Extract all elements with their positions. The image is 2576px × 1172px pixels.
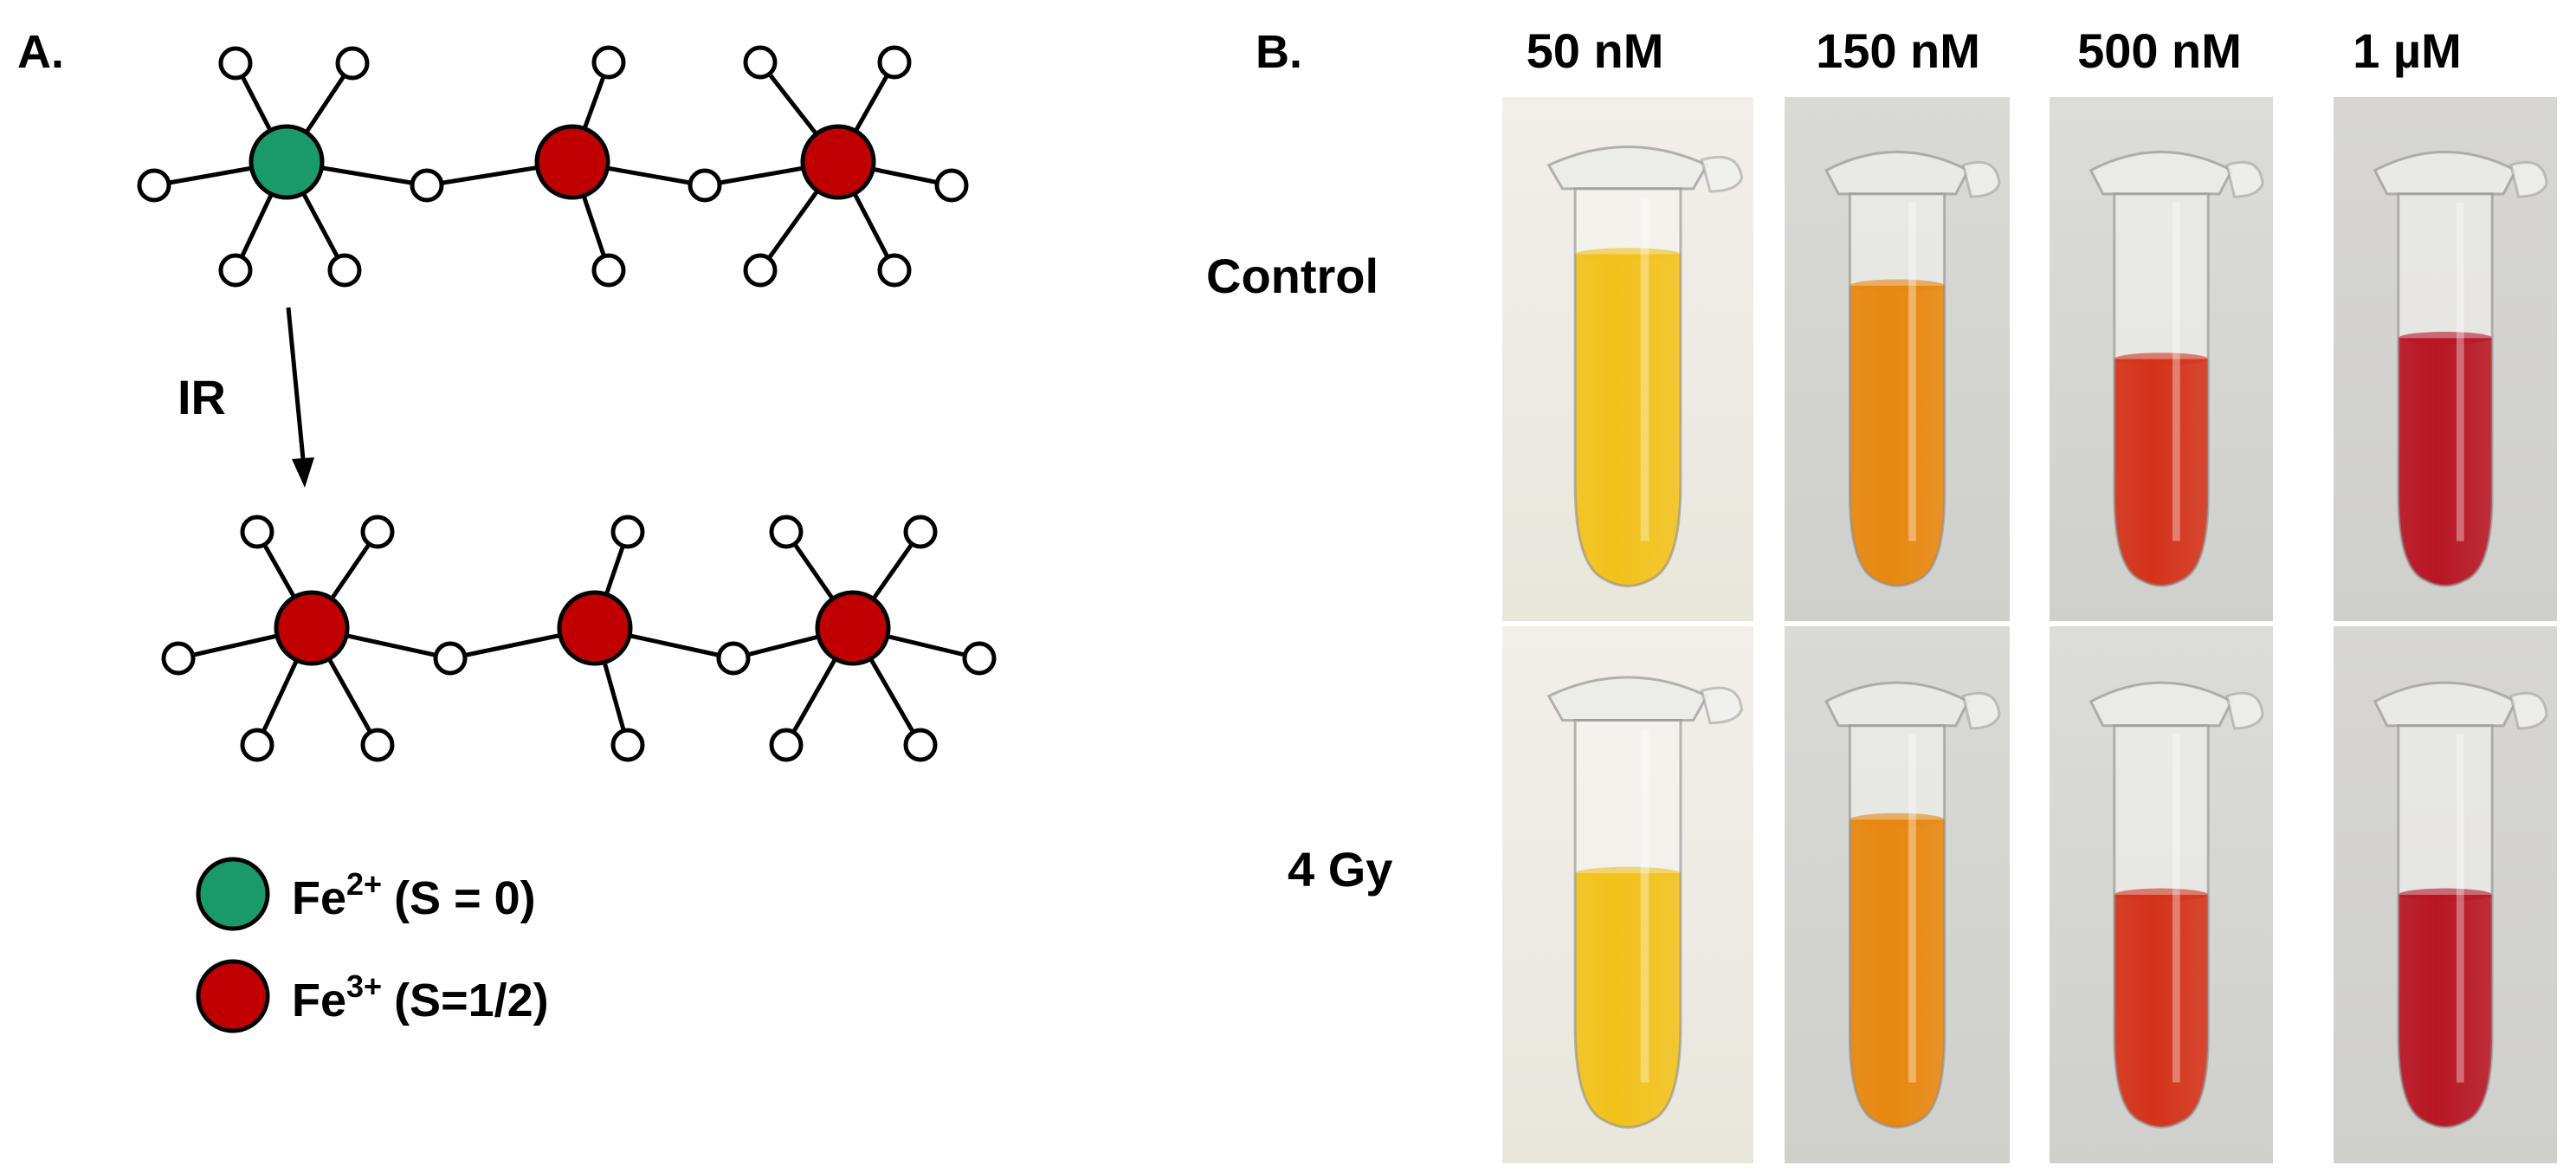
tube-photo xyxy=(2050,97,2273,621)
tube-liquid xyxy=(1575,873,1681,1128)
chain-diagram-after-ir xyxy=(161,515,997,762)
tube-liquid xyxy=(2398,895,2493,1128)
oxygen-ligand xyxy=(137,168,171,203)
legend-ion-fe2: Fe xyxy=(292,872,346,924)
oxygen-ligand xyxy=(903,728,938,762)
oxygen-ligand xyxy=(610,515,645,549)
concentration-header: 150 nM xyxy=(1816,23,1980,78)
oxygen-ligand xyxy=(240,515,274,549)
oxygen-ligand xyxy=(433,641,468,676)
oxygen-ligand xyxy=(962,641,997,676)
tube-liquid xyxy=(1850,285,1945,586)
fe2-swatch xyxy=(196,857,270,931)
panel-a-label: A. xyxy=(17,26,64,78)
legend-spin-fe2: (S = 0) xyxy=(394,872,536,924)
oxygen-ligand xyxy=(688,168,722,203)
oxygen-ligand xyxy=(360,515,395,549)
oxygen-ligand xyxy=(218,253,253,288)
tube-photo xyxy=(1785,97,2010,621)
oxygen-ligand xyxy=(934,168,969,203)
oxygen-ligand xyxy=(743,45,778,80)
oxygen-ligand xyxy=(716,641,751,676)
oxygen-ligand xyxy=(769,728,804,762)
tube-photo xyxy=(2334,626,2557,1163)
oxygen-ligand xyxy=(327,253,362,288)
fe3-center xyxy=(815,590,891,666)
concentration-header: 50 nM xyxy=(1527,23,1664,78)
fe3-swatch xyxy=(196,959,270,1033)
oxygen-ligand xyxy=(335,46,370,81)
tube-photo xyxy=(1502,626,1753,1163)
concentration-headers: 50 nM 150 nM 500 nM 1 µM xyxy=(1527,23,2462,78)
ir-label: IR xyxy=(178,370,226,424)
oxygen-ligand xyxy=(877,45,912,80)
tube-photo xyxy=(2334,97,2557,621)
fe3-center xyxy=(800,124,876,200)
legend-item-fe2: Fe2+ (S = 0) xyxy=(196,857,536,931)
svg-text:Fe3+(S=1/2): Fe3+ (S=1/2) xyxy=(292,968,549,1026)
tube-photo xyxy=(1785,626,2010,1163)
legend-spin-fe3: (S=1/2) xyxy=(394,975,549,1026)
oxygen-ligand xyxy=(591,45,626,80)
tube-liquid xyxy=(1575,254,1681,586)
tube-liquid xyxy=(2398,338,2493,586)
legend-ion-fe3: Fe xyxy=(292,975,346,1026)
oxygen-ligand xyxy=(240,728,274,762)
row-label-control: Control xyxy=(1206,249,1378,303)
fe2-center xyxy=(249,124,325,200)
fe3-center xyxy=(534,124,610,200)
tube-liquid xyxy=(2114,359,2209,586)
tube-photo xyxy=(1502,97,1753,621)
oxygen-ligand xyxy=(360,728,395,762)
oxygen-ligand xyxy=(591,253,626,288)
concentration-header: 1 µM xyxy=(2353,23,2462,78)
concentration-header: 500 nM xyxy=(2077,23,2242,78)
legend: Fe2+(S = 0) Fe3+(S=1/2) xyxy=(196,857,549,1033)
ir-arrow xyxy=(286,307,314,488)
oxygen-ligand xyxy=(877,253,912,288)
oxygen-ligand xyxy=(218,46,253,81)
svg-text:Fe2+(S = 0): Fe2+ (S = 0) xyxy=(292,866,536,924)
oxygen-ligand xyxy=(743,253,778,288)
legend-charge-fe3: 3+ xyxy=(346,968,382,1004)
tube-photo-grid xyxy=(1502,97,2557,1163)
tube-liquid xyxy=(1850,819,1945,1128)
fe3-center xyxy=(557,590,633,666)
row-label-4gy: 4 Gy xyxy=(1288,842,1392,897)
oxygen-ligand xyxy=(769,515,804,549)
oxygen-ligand xyxy=(410,168,444,203)
legend-charge-fe2: 2+ xyxy=(346,866,382,902)
tube-photo xyxy=(2050,626,2273,1163)
oxygen-ligand xyxy=(161,641,196,676)
panel-b-label: B. xyxy=(1256,26,1302,78)
oxygen-ligand xyxy=(610,728,645,762)
tube-liquid xyxy=(2114,895,2209,1128)
chain-diagram-before-ir xyxy=(137,45,969,288)
oxygen-ligand xyxy=(903,515,938,549)
legend-item-fe3: Fe3+ (S=1/2) xyxy=(196,959,549,1033)
fe3-center xyxy=(274,590,350,666)
